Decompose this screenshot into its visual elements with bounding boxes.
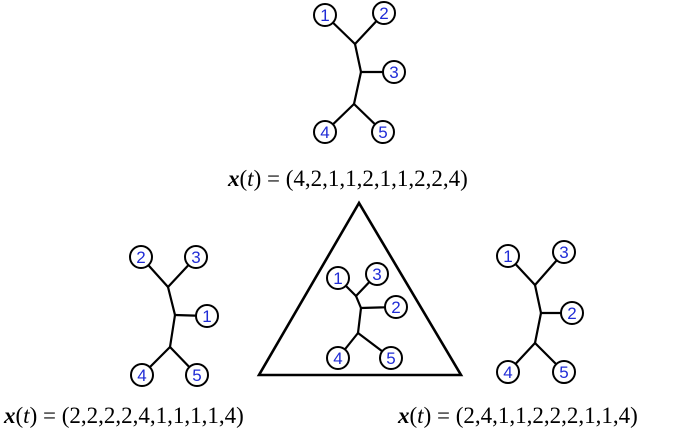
tree-center: 1 3 2 4 5 xyxy=(326,262,408,370)
leaf-label: 1 xyxy=(333,269,342,288)
formula-symbol: x xyxy=(397,403,410,428)
leaf-label: 5 xyxy=(386,349,395,368)
leaf-label: 2 xyxy=(379,4,388,23)
leaf-label: 5 xyxy=(378,123,387,142)
formula-symbol: x xyxy=(227,166,240,191)
leaf-label: 4 xyxy=(333,349,342,368)
tree-left-leaf: 5 xyxy=(185,363,209,387)
leaf-label: 3 xyxy=(389,63,398,82)
formula-variable: t xyxy=(247,166,254,191)
formula-value: (4,2,1,1,2,1,1,2,2,4) xyxy=(286,166,468,191)
tree-right-leaf: 2 xyxy=(560,301,584,325)
tree-left-leaf: 4 xyxy=(130,363,154,387)
leaf-label: 3 xyxy=(372,265,381,284)
formula-left: x(t) = (2,2,2,2,4,1,1,1,1,4) xyxy=(3,403,244,428)
tree-left-leaf: 3 xyxy=(184,245,208,269)
tree-left: 2 3 1 4 5 xyxy=(129,245,219,387)
leaf-label: 1 xyxy=(503,247,512,266)
leaf-label: 3 xyxy=(191,248,200,267)
tree-top: 1 2 3 4 5 xyxy=(313,1,406,144)
formula-top: x(t) = (4,2,1,1,2,1,1,2,2,4) xyxy=(227,166,468,191)
leaf-label: 2 xyxy=(136,248,145,267)
formula-right: x(t) = (2,4,1,1,2,2,2,1,1,4) xyxy=(397,403,638,428)
tree-right-leaf: 4 xyxy=(496,360,520,384)
leaf-label: 5 xyxy=(192,366,201,385)
tree-left-leaf: 1 xyxy=(195,304,219,328)
tree-center-leaf: 3 xyxy=(365,262,389,286)
leaf-label: 5 xyxy=(559,363,568,382)
tree-center-leaf: 2 xyxy=(384,295,408,319)
leaf-label: 1 xyxy=(320,6,329,25)
formula-value: (2,4,1,1,2,2,2,1,1,4) xyxy=(456,403,638,428)
tree-left-leaf: 2 xyxy=(129,245,153,269)
tree-top-leaf: 1 xyxy=(313,3,337,27)
tree-top-leaf: 4 xyxy=(313,120,337,144)
leaf-label: 2 xyxy=(391,298,400,317)
tree-top-leaf: 3 xyxy=(382,60,406,84)
formula-value: (2,2,2,2,4,1,1,1,1,4) xyxy=(62,403,244,428)
leaf-label: 4 xyxy=(137,366,146,385)
formula-variable: t xyxy=(23,403,30,428)
leaf-label: 4 xyxy=(320,123,329,142)
leaf-label: 2 xyxy=(567,304,576,323)
formula-symbol: x xyxy=(3,403,16,428)
simplex-triangle xyxy=(256,200,464,377)
tree-center-edges xyxy=(336,272,398,360)
leaf-label: 1 xyxy=(202,307,211,326)
leaf-label: 3 xyxy=(559,243,568,262)
tree-top-leaf: 5 xyxy=(371,120,395,144)
tree-center-leaf: 5 xyxy=(379,346,403,370)
formula-variable: t xyxy=(417,403,424,428)
tree-right: 1 3 2 4 5 xyxy=(496,240,584,384)
tree-center-leaf: 4 xyxy=(326,346,350,370)
tree-right-leaf: 1 xyxy=(496,244,520,268)
tree-top-leaf: 2 xyxy=(372,1,396,25)
tree-right-leaf: 3 xyxy=(552,240,576,264)
leaf-label: 4 xyxy=(503,363,512,382)
tree-center-leaf: 1 xyxy=(326,266,350,290)
tree-right-leaf: 5 xyxy=(552,360,576,384)
